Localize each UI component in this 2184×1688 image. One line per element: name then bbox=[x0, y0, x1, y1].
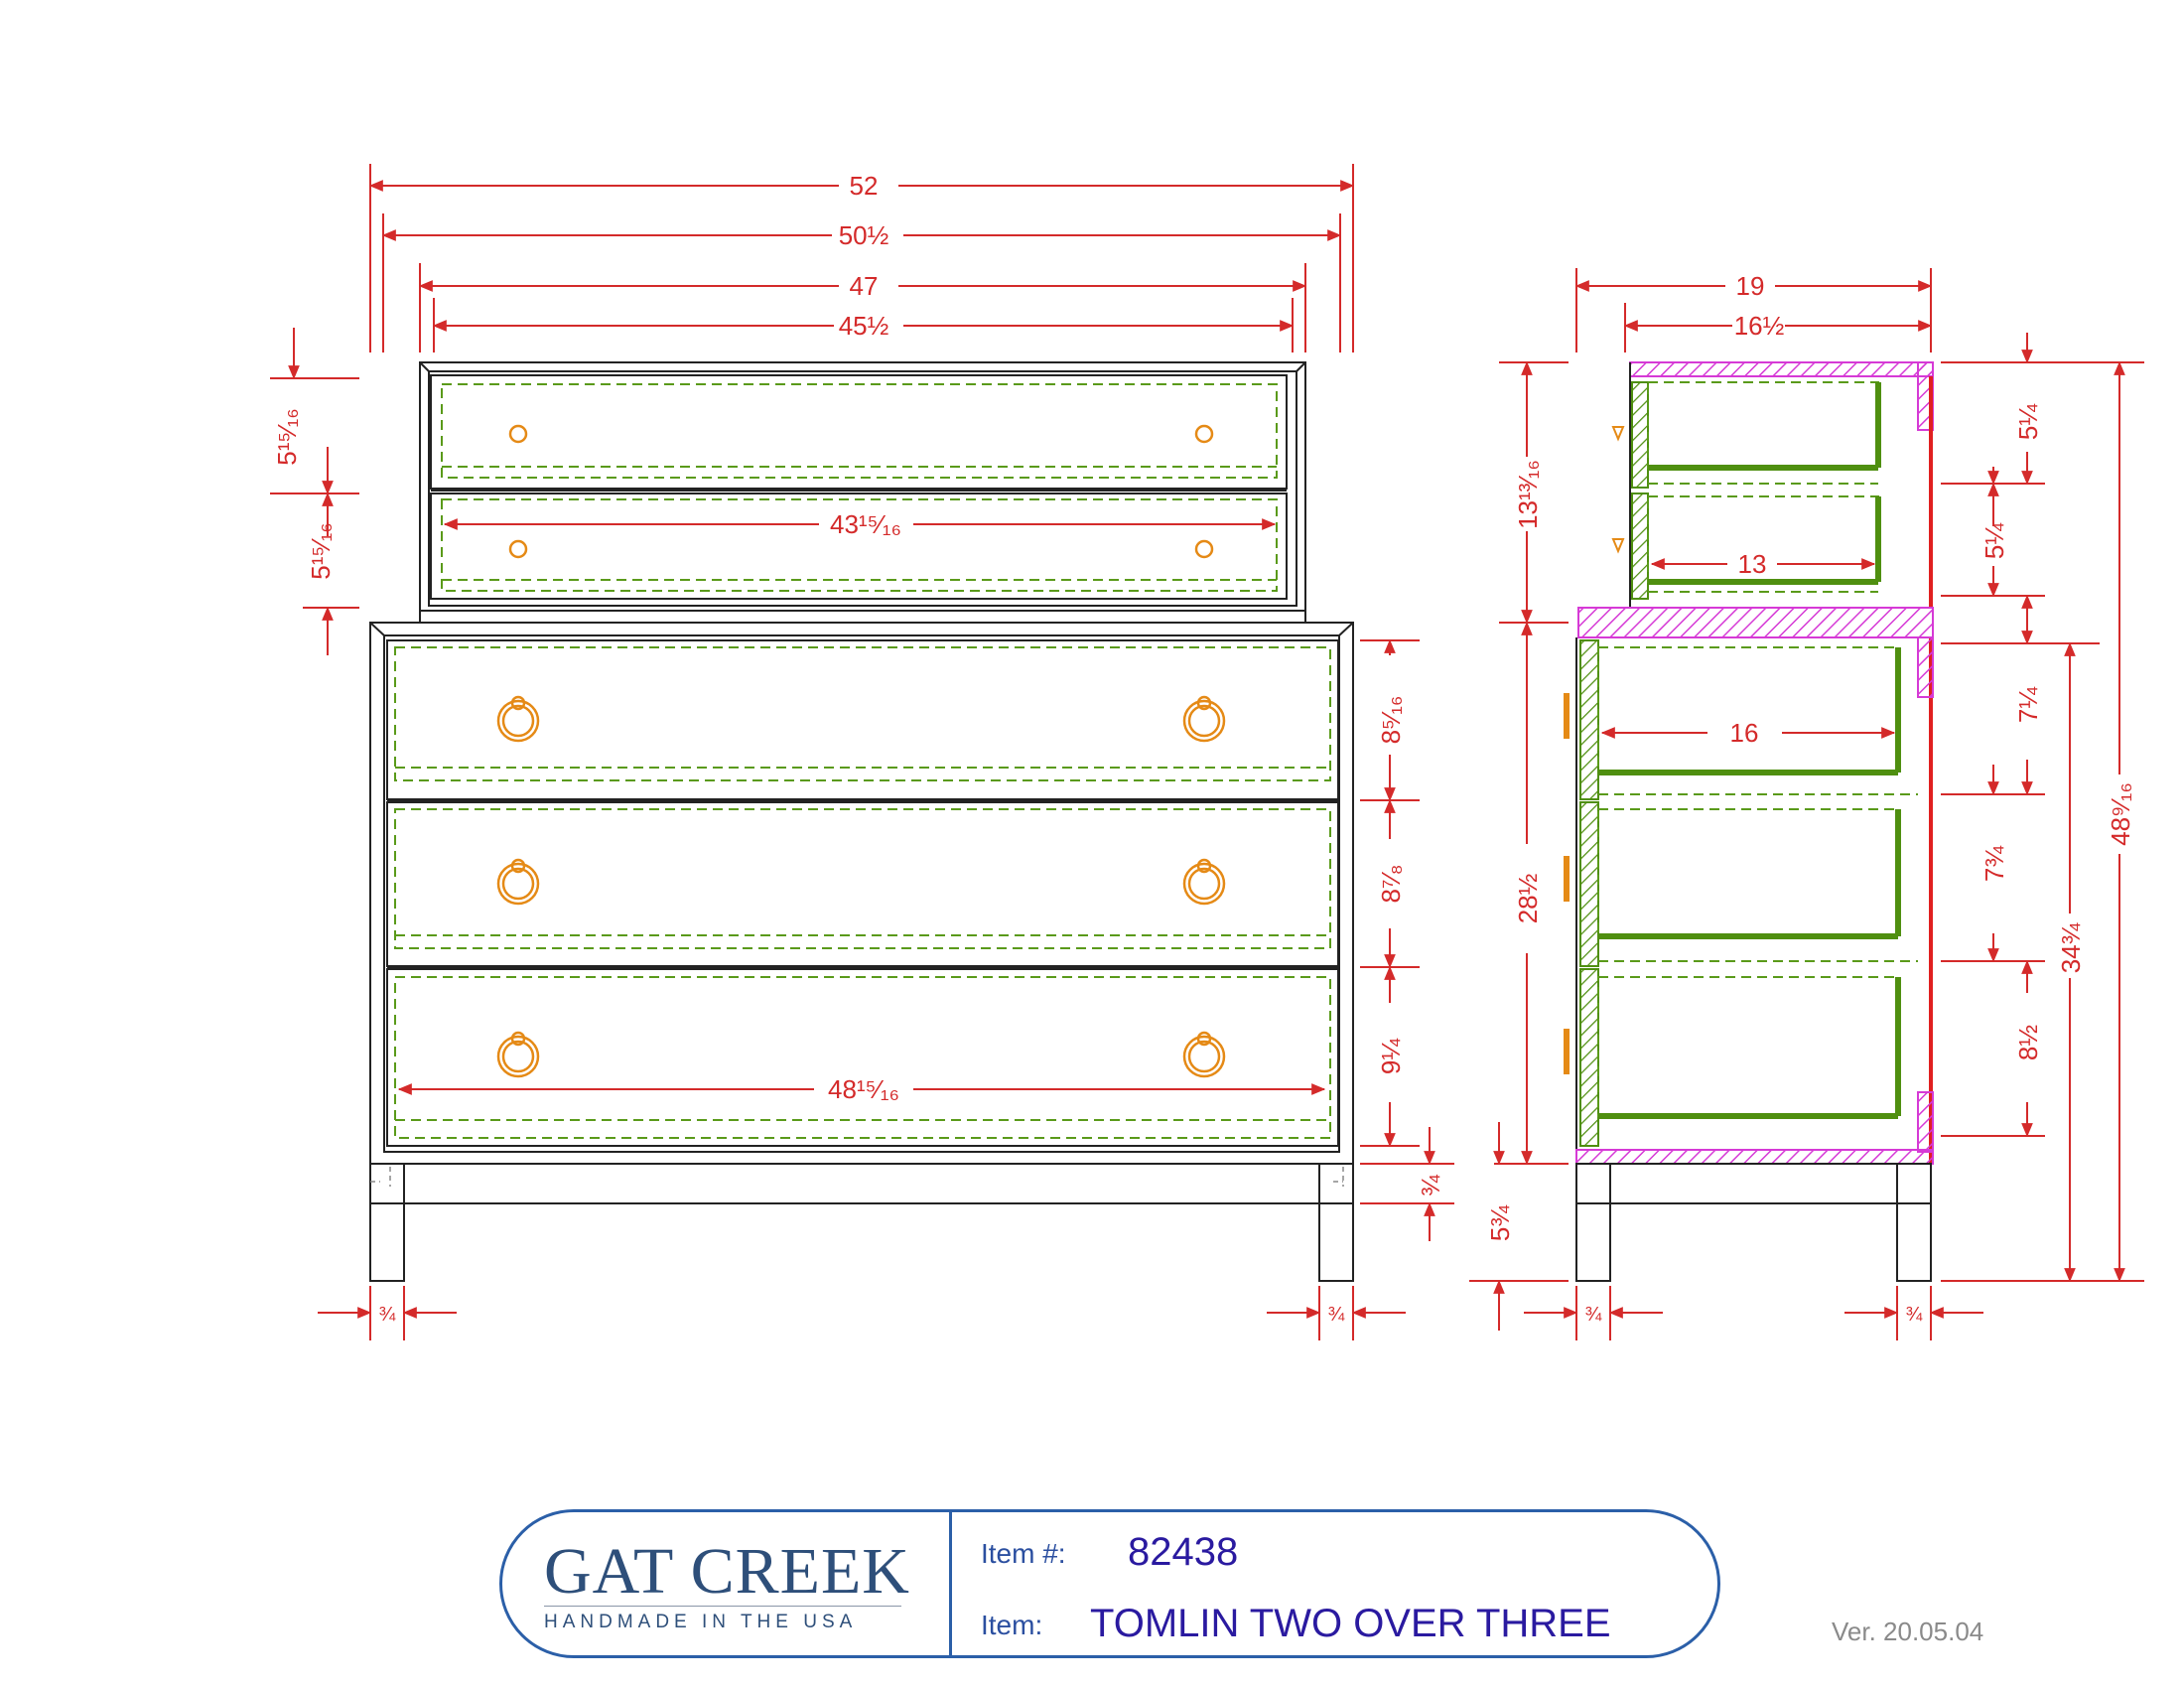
leg-width-dims: ¾ ¾ bbox=[318, 1286, 1406, 1340]
lower-drawer-height-dims: 8⁵⁄₁₆ 8⁷⁄₈ 9¼ ¾ bbox=[1360, 638, 1454, 1241]
side-left-leg bbox=[1575, 1163, 1611, 1282]
upper-case-outline bbox=[419, 361, 1306, 612]
ring-pull-icon bbox=[496, 858, 540, 906]
lower-drawer-1-box bbox=[394, 646, 1331, 781]
dim-top-width-a: 50½ bbox=[839, 220, 889, 250]
dim-upper-drawer-1-height: 5¹⁵⁄₁₆ bbox=[272, 408, 302, 466]
ring-pull-icon bbox=[1182, 1031, 1226, 1078]
brand-divider bbox=[544, 1606, 901, 1607]
dim-side-lower-drawer-2: 7¾ bbox=[1979, 846, 2009, 882]
side-right-height-dims: 5¼ 5¼ 7¼ 7¾ 8½ 34¾ 48⁹⁄₁₆ bbox=[1941, 333, 2144, 1283]
dim-side-lower-drawer-1: 7¼ bbox=[2013, 687, 2043, 723]
dim-side-upper-drawer-1: 5¼ bbox=[2013, 404, 2043, 440]
lower-drawer-3-front-section bbox=[1579, 968, 1599, 1147]
upper-drawer-2-box bbox=[441, 498, 1278, 592]
lower-drawer-2 bbox=[386, 801, 1339, 967]
ring-pull-icon bbox=[496, 695, 540, 743]
width-dimensions: 52 50½ 47 45½ bbox=[368, 164, 1355, 352]
upper-drawer-1 bbox=[430, 374, 1288, 490]
dim-upper-case-height: 13¹³⁄₁₆ bbox=[1513, 460, 1543, 529]
upper-drawer-1-box bbox=[441, 383, 1278, 479]
dim-side-left-leg: ¾ bbox=[1585, 1304, 1602, 1326]
upper-drawer-1-side-box bbox=[1647, 381, 1879, 469]
dim-upper-drawer-width: 43¹⁵⁄₁₆ bbox=[830, 509, 901, 539]
front-left-leg bbox=[369, 1163, 405, 1282]
side-leg-width-dims: ¾ ¾ bbox=[1524, 1286, 1983, 1340]
dim-overall-depth: 19 bbox=[1736, 271, 1765, 301]
title-block-divider bbox=[949, 1512, 952, 1655]
ring-pull-icon bbox=[496, 1031, 540, 1078]
side-right-leg bbox=[1896, 1163, 1932, 1282]
dim-upper-drawer-depth: 13 bbox=[1738, 549, 1767, 579]
lower-drawer-2-front-section bbox=[1579, 801, 1599, 967]
front-elevation-view: 52 50½ 47 45½ 43¹⁵⁄₁₆ 48¹⁵⁄₁₆ 5¹⁵⁄₁₆ 5¹⁵… bbox=[270, 164, 1454, 1340]
dim-leg-height: 5¾ bbox=[1485, 1205, 1515, 1241]
upper-case-inner-frame bbox=[428, 370, 1297, 607]
ring-pull-icon bbox=[1182, 695, 1226, 743]
side-base-apron bbox=[1575, 1163, 1932, 1204]
upper-top-panel bbox=[1629, 361, 1934, 377]
knob-profile-icon bbox=[1611, 426, 1625, 554]
version-label: Ver. 20.05.04 bbox=[1832, 1617, 1984, 1646]
lower-drawer-2-side-box bbox=[1597, 808, 1899, 937]
lower-drawer-3-side-box bbox=[1597, 976, 1899, 1117]
item-name-value: TOMLIN TWO OVER THREE bbox=[1090, 1602, 1611, 1645]
knob-icon bbox=[508, 424, 528, 444]
dim-front-right-leg: ¾ bbox=[1328, 1304, 1345, 1326]
upper-drawer-1-front-section bbox=[1631, 381, 1649, 489]
dim-overall-height: 48⁹⁄₁₆ bbox=[2106, 782, 2135, 846]
lower-drawer-1-front-section bbox=[1579, 639, 1599, 800]
bottom-panel bbox=[1575, 1149, 1934, 1165]
dim-overall-width: 52 bbox=[850, 171, 879, 201]
dim-upper-depth: 16½ bbox=[1734, 311, 1785, 341]
dim-lower-drawer-width: 48¹⁵⁄₁₆ bbox=[828, 1074, 899, 1104]
dim-top-width-c: 45½ bbox=[839, 311, 889, 341]
dim-side-right-leg: ¾ bbox=[1906, 1304, 1923, 1326]
brand-tagline: HANDMADE IN THE USA bbox=[544, 1612, 858, 1632]
lower-drawer-1 bbox=[386, 639, 1339, 800]
upper-drawer-2-front-section bbox=[1631, 492, 1649, 600]
title-block: GAT CREEK HANDMADE IN THE USA Item #: 82… bbox=[499, 1509, 1720, 1658]
ring-pull-icon bbox=[1182, 858, 1226, 906]
upper-drawer-height-dims: 5¹⁵⁄₁₆ 5¹⁵⁄₁₆ bbox=[270, 328, 359, 655]
dim-lower-case-height: 28½ bbox=[1513, 874, 1543, 924]
dim-apron-height: ¾ bbox=[1416, 1175, 1445, 1196]
depth-dimensions: 19 16½ bbox=[1574, 268, 1933, 352]
dim-lower-drawer-2-height: 8⁷⁄₈ bbox=[1376, 865, 1406, 904]
lower-top-panel bbox=[1577, 607, 1934, 638]
dim-side-lower-drawer-3: 8½ bbox=[2013, 1025, 2043, 1060]
lower-drawer-3-box bbox=[394, 976, 1331, 1139]
side-section-view: 19 16½ 13 16 13¹³⁄₁₆ 28½ 5¾ bbox=[1469, 268, 2144, 1340]
item-number-value: 82438 bbox=[1128, 1530, 1239, 1574]
front-right-leg bbox=[1318, 1163, 1354, 1282]
front-base-apron bbox=[369, 1163, 1354, 1204]
knob-icon bbox=[1194, 424, 1214, 444]
dim-lower-drawer-3-height: 9¼ bbox=[1376, 1039, 1406, 1074]
dim-lower-drawer-1-height: 8⁵⁄₁₆ bbox=[1376, 696, 1406, 745]
side-left-height-dims: 13¹³⁄₁₆ 28½ 5¾ bbox=[1469, 360, 1569, 1331]
lower-drawer-3 bbox=[386, 968, 1339, 1147]
dim-top-width-b: 47 bbox=[850, 271, 879, 301]
dim-side-upper-drawer-2: 5¼ bbox=[1979, 523, 2009, 559]
lower-drawer-1-side-box bbox=[1597, 646, 1899, 774]
dim-front-left-leg: ¾ bbox=[379, 1304, 396, 1326]
dim-case-height-to-floor: 34¾ bbox=[2056, 922, 2086, 973]
dim-lower-drawer-depth: 16 bbox=[1730, 718, 1759, 748]
brand-logo: GAT CREEK bbox=[544, 1535, 910, 1608]
upper-drawer-2 bbox=[430, 492, 1288, 600]
knob-icon bbox=[508, 539, 528, 559]
item-number-label: Item #: bbox=[981, 1538, 1066, 1569]
item-name-label: Item: bbox=[981, 1610, 1043, 1640]
knob-icon bbox=[1194, 539, 1214, 559]
lower-drawer-2-box bbox=[394, 808, 1331, 949]
dim-upper-drawer-2-height: 5¹⁵⁄₁₆ bbox=[306, 522, 336, 580]
